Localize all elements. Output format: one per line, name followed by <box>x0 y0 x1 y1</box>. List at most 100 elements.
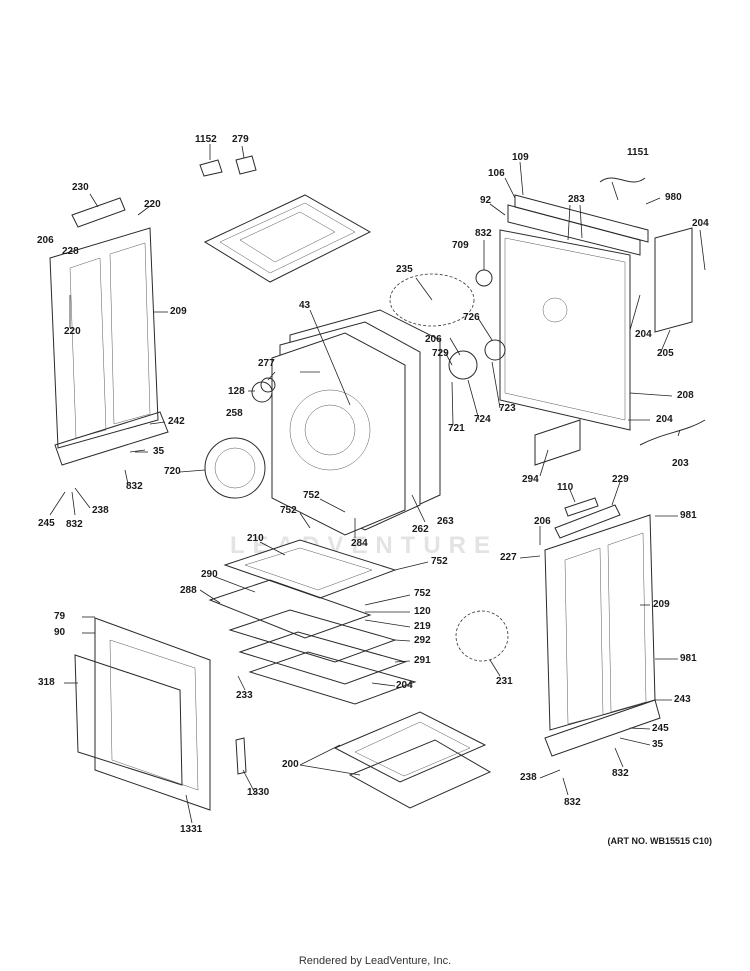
part-label[interactable]: 980 <box>665 192 682 203</box>
part-label[interactable]: 1152 <box>195 134 217 145</box>
top-panel <box>203 194 372 283</box>
part-label[interactable]: 210 <box>247 533 264 544</box>
part-label[interactable]: 245 <box>652 723 669 734</box>
burner-290 <box>208 579 372 639</box>
right-side-panel <box>544 514 661 757</box>
part-label[interactable]: 258 <box>226 408 243 419</box>
part-label[interactable]: 90 <box>54 627 66 638</box>
leader-lines <box>49 144 706 824</box>
side-cover-205 <box>654 227 693 333</box>
part-label[interactable]: 245 <box>38 518 55 529</box>
part-label[interactable]: 35 <box>153 446 165 457</box>
part-label[interactable]: 292 <box>414 635 431 646</box>
part-label[interactable]: 832 <box>126 481 143 492</box>
part-label[interactable]: 290 <box>201 569 218 580</box>
part-label[interactable]: 238 <box>92 505 109 516</box>
left-side-panel <box>49 227 169 466</box>
part-label[interactable]: 110 <box>557 482 574 493</box>
part-label[interactable]: 729 <box>432 348 449 359</box>
part-label[interactable]: 283 <box>568 194 585 205</box>
part-label[interactable]: 204 <box>692 218 709 229</box>
part-label[interactable]: 291 <box>414 655 431 666</box>
part-label[interactable]: 752 <box>280 505 297 516</box>
part-label[interactable]: 109 <box>512 152 529 163</box>
part-label[interactable]: 981 <box>680 510 697 521</box>
part-label[interactable]: 832 <box>564 797 581 808</box>
part-label[interactable]: 288 <box>180 585 197 596</box>
part-label[interactable]: 263 <box>437 516 454 527</box>
part-label[interactable]: 832 <box>612 768 629 779</box>
part-label[interactable]: 228 <box>62 246 79 257</box>
part-label[interactable]: 206 <box>37 235 54 246</box>
part-label[interactable]: 204 <box>656 414 673 425</box>
part-label[interactable]: 106 <box>488 168 505 179</box>
part-label[interactable]: 230 <box>72 182 89 193</box>
part-label[interactable]: 206 <box>534 516 551 527</box>
part-label[interactable]: 720 <box>164 466 181 477</box>
part-label[interactable]: 231 <box>496 676 513 687</box>
part-label[interactable]: 752 <box>414 588 431 599</box>
part-label[interactable]: 242 <box>168 416 185 427</box>
art-number: (ART NO. WB15515 C10) <box>607 836 712 846</box>
hinge-1330 <box>235 737 247 775</box>
part-label[interactable]: 243 <box>674 694 691 705</box>
part-label[interactable]: 724 <box>474 414 491 425</box>
oven-back-wall <box>271 309 441 536</box>
part-label[interactable]: 209 <box>653 599 670 610</box>
part-label[interactable]: 92 <box>480 195 492 206</box>
part-label[interactable]: 227 <box>500 552 517 563</box>
part-label[interactable]: 204 <box>396 680 413 691</box>
part-label[interactable]: 120 <box>414 606 431 617</box>
part-label[interactable]: 229 <box>612 474 629 485</box>
part-label[interactable]: 128 <box>228 386 245 397</box>
part-label[interactable]: 752 <box>303 490 320 501</box>
part-277 <box>260 377 276 393</box>
part-label[interactable]: 220 <box>64 326 81 337</box>
part-label[interactable]: 318 <box>38 677 55 688</box>
group-235 <box>389 273 475 327</box>
part-label[interactable]: 832 <box>475 228 492 239</box>
part-label[interactable]: 219 <box>414 621 431 632</box>
part-label[interactable]: 709 <box>452 240 469 251</box>
part-label[interactable]: 238 <box>520 772 537 783</box>
part-label[interactable]: 279 <box>232 134 249 145</box>
part-label[interactable]: 726 <box>463 312 480 323</box>
part-label[interactable]: 721 <box>448 423 465 434</box>
part-label[interactable]: 43 <box>299 300 311 311</box>
part-label[interactable]: 262 <box>412 524 429 535</box>
part-label[interactable]: 205 <box>657 348 674 359</box>
fan-blade-206 <box>448 350 478 380</box>
part-label[interactable]: 235 <box>396 264 413 275</box>
footer-credit: Rendered by LeadVenture, Inc. <box>298 955 452 967</box>
back-panel <box>499 194 649 431</box>
bracket-294 <box>534 419 581 466</box>
part-label[interactable]: 204 <box>635 329 652 340</box>
part-label[interactable]: 284 <box>351 538 368 549</box>
part-label[interactable]: 35 <box>652 739 664 750</box>
part-label[interactable]: 1331 <box>180 824 203 835</box>
part-label[interactable]: 294 <box>522 474 539 485</box>
part-label[interactable]: 79 <box>54 611 66 622</box>
part-label[interactable]: 220 <box>144 199 161 210</box>
door-frame-318 <box>74 617 211 811</box>
part-1152 <box>199 159 223 177</box>
part-label[interactable]: 981 <box>680 653 697 664</box>
part-label[interactable]: 723 <box>499 403 516 414</box>
part-label[interactable]: 752 <box>431 556 448 567</box>
part-110 <box>564 497 599 517</box>
part-label[interactable]: 208 <box>677 390 694 401</box>
part-label[interactable]: 209 <box>170 306 187 317</box>
part-label[interactable]: 233 <box>236 690 253 701</box>
part-label[interactable]: 200 <box>282 759 299 770</box>
part-label[interactable]: 277 <box>258 358 275 369</box>
part-label[interactable]: 203 <box>672 458 689 469</box>
part-label[interactable]: 1330 <box>247 787 270 798</box>
part-label[interactable]: 1151 <box>627 147 649 158</box>
part-label[interactable]: 206 <box>425 334 442 345</box>
bearing-709 <box>475 269 493 287</box>
part-279 <box>235 155 257 175</box>
part-label[interactable]: 832 <box>66 519 83 530</box>
heat-shield-291 <box>238 631 407 685</box>
